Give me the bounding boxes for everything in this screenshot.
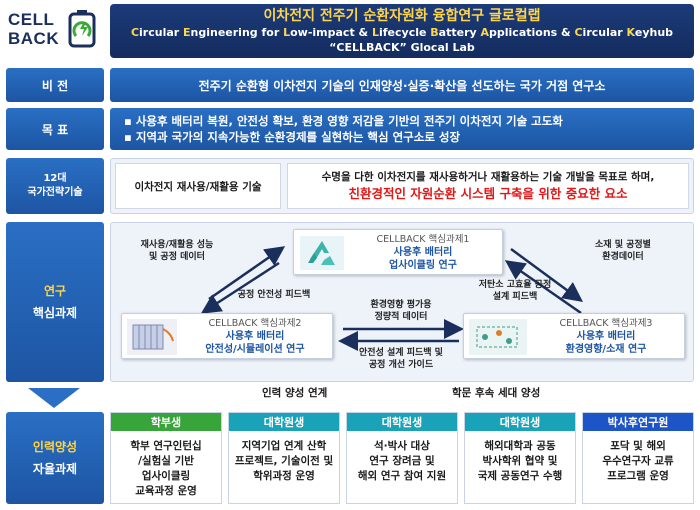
flow-note: 저탄소 고효율 공정 설계 피드백 [478, 280, 552, 302]
subtitle-part: ifecycle [378, 26, 431, 39]
hr-column-head: 대학원생 [229, 413, 339, 431]
research-label: 연구 핵심과제 [6, 222, 104, 382]
flow-note: 안전성 설계 피드백 및 공정 개선 가이드 [359, 348, 443, 370]
flow-arrows [200, 246, 584, 351]
goal-box: 사용후 배터리 복원, 안전성 확보, 환경 영향 저감을 기반의 전주기 이차… [110, 108, 694, 150]
lab-name: “CELLBACK” Glocal Lab [329, 41, 475, 54]
subtitle-part: C [574, 26, 583, 39]
hr-line: 해외대학과 공동 [484, 440, 556, 452]
arrow [510, 247, 584, 302]
hr-line: 프로젝트, 기술이전 및 [234, 455, 334, 467]
flow-label-left: 인력 양성 연계 [262, 387, 328, 399]
tech-highlight: 친환경적인 자원순환 시스템 구축을 위한 중요한 요소 [348, 186, 628, 201]
subtitle-part: C [130, 26, 140, 39]
main-title: 이차전지 전주기 순환자원화 융합연구 글로컬랩 [263, 8, 541, 24]
tech-description: 수명을 다한 이차전지를 재사용하거나 재활용하는 기술 개발을 목표로 하며,… [287, 163, 689, 209]
subtitle-part: ircular [139, 26, 184, 39]
flow-note: 소재 및 공정별 환경데이터 [595, 240, 651, 262]
goal-label: 목 표 [6, 108, 104, 150]
battery-recycle-icon [68, 10, 96, 48]
hr-column-head: 박사후연구원 [583, 413, 693, 431]
subtitle-part: attery [438, 26, 481, 39]
hr-line: 교육과정 운영 [135, 485, 197, 497]
subtitle-part: L [283, 26, 291, 39]
hr-column-head: 학부생 [111, 413, 221, 431]
subtitle-part: ircular [582, 26, 627, 39]
flow-label-right: 학문 후속 세대 양성 [452, 387, 541, 399]
goal-item: 사용후 배터리 복원, 안전성 확보, 환경 영향 저감을 기반의 전주기 이차… [124, 113, 680, 129]
core-task-2: CELLBACK 핵심과제2 사용후 배터리 안전성/시뮬레이션 연구 [121, 313, 333, 359]
hr-column-head: 대학원생 [465, 413, 575, 431]
flow-note: 환경영향 평가용 정량적 데이터 [370, 300, 432, 322]
subtitle-part: A [480, 26, 490, 39]
goal-item: 지역과 국가의 지속가능한 순환경제를 실현하는 핵심 연구소로 성장 [124, 129, 680, 145]
subtitle-part: eyhub [634, 26, 674, 39]
english-subtitle: Circular Engineering for Low-impact & Li… [110, 25, 694, 40]
down-arrow-icon [28, 388, 80, 408]
subtitle-part: ow-impact & [290, 26, 372, 39]
circuit-board-icon [469, 319, 527, 355]
hr-line: 국제 공동연구 수행 [477, 470, 563, 482]
hr-line: 포닥 및 해외 [610, 440, 666, 452]
recycle-icon [300, 236, 344, 270]
strategic-tech-box: 이차전지 재사용/재활용 기술 수명을 다한 이차전지를 재사용하거나 재활용하… [110, 158, 694, 214]
hr-line: 우수연구자 교류 [602, 455, 674, 467]
subtitle-part: pplications & [489, 26, 575, 39]
subtitle-part: ngineering for [190, 26, 284, 39]
strategic-tech-label: 12대 국가전략기술 [6, 158, 104, 214]
arrow [504, 260, 582, 315]
logo-text: CELL BACK [8, 10, 60, 48]
core-task-1: CELLBACK 핵심과제1 사용후 배터리 업사이클링 연구 [293, 229, 503, 275]
vision-label: 비 전 [6, 68, 104, 102]
hr-line: 학부 연구인턴십 [130, 440, 202, 452]
hr-label: 인력양성 자율과제 [6, 412, 104, 504]
tech-name: 이차전지 재사용/재활용 기술 [115, 163, 281, 209]
arrow [208, 246, 286, 301]
flow-note: 공정 안전성 피드백 [237, 290, 311, 300]
subtitle-part: L [371, 26, 379, 39]
research-area: CELLBACK 핵심과제1 사용후 배터리 업사이클링 연구 CELLBACK… [110, 222, 694, 382]
hr-line: 석·박사 대상 [374, 440, 430, 452]
hr-line: /실험실 기반 [138, 455, 194, 467]
title-banner: 이차전지 전주기 순환자원화 융합연구 글로컬랩 Circular Engine… [110, 4, 694, 58]
hr-line: 연구 장려금 및 [369, 455, 435, 467]
hr-line: 업사이클링 [141, 470, 191, 482]
flow-note: 재사용/재활용 성능 및 공정 데이터 [140, 240, 214, 262]
arrow [200, 261, 280, 314]
hr-line: 박사학위 협약 및 [482, 455, 558, 467]
core-task-3: CELLBACK 핵심과제3 사용후 배터리 환경영향/소재 연구 [463, 313, 685, 359]
vision-text: 전주기 순환형 이차전지 기술의 인재양성·실증·확산을 선도하는 국가 거점 … [110, 68, 694, 102]
hr-line: 지역기업 연계 산학 [241, 440, 327, 452]
subtitle-part: K [626, 26, 635, 39]
hr-line: 프로그램 운영 [607, 470, 669, 482]
battery-pack-icon [127, 319, 177, 355]
hr-column-head: 대학원생 [347, 413, 457, 431]
hr-line: 학위과정 운영 [253, 470, 315, 482]
subtitle-part: B [430, 26, 439, 39]
cellback-logo: CELL BACK [6, 6, 102, 54]
hr-line: 해외 연구 참여 지원 [357, 470, 447, 482]
subtitle-part: E [183, 26, 191, 39]
